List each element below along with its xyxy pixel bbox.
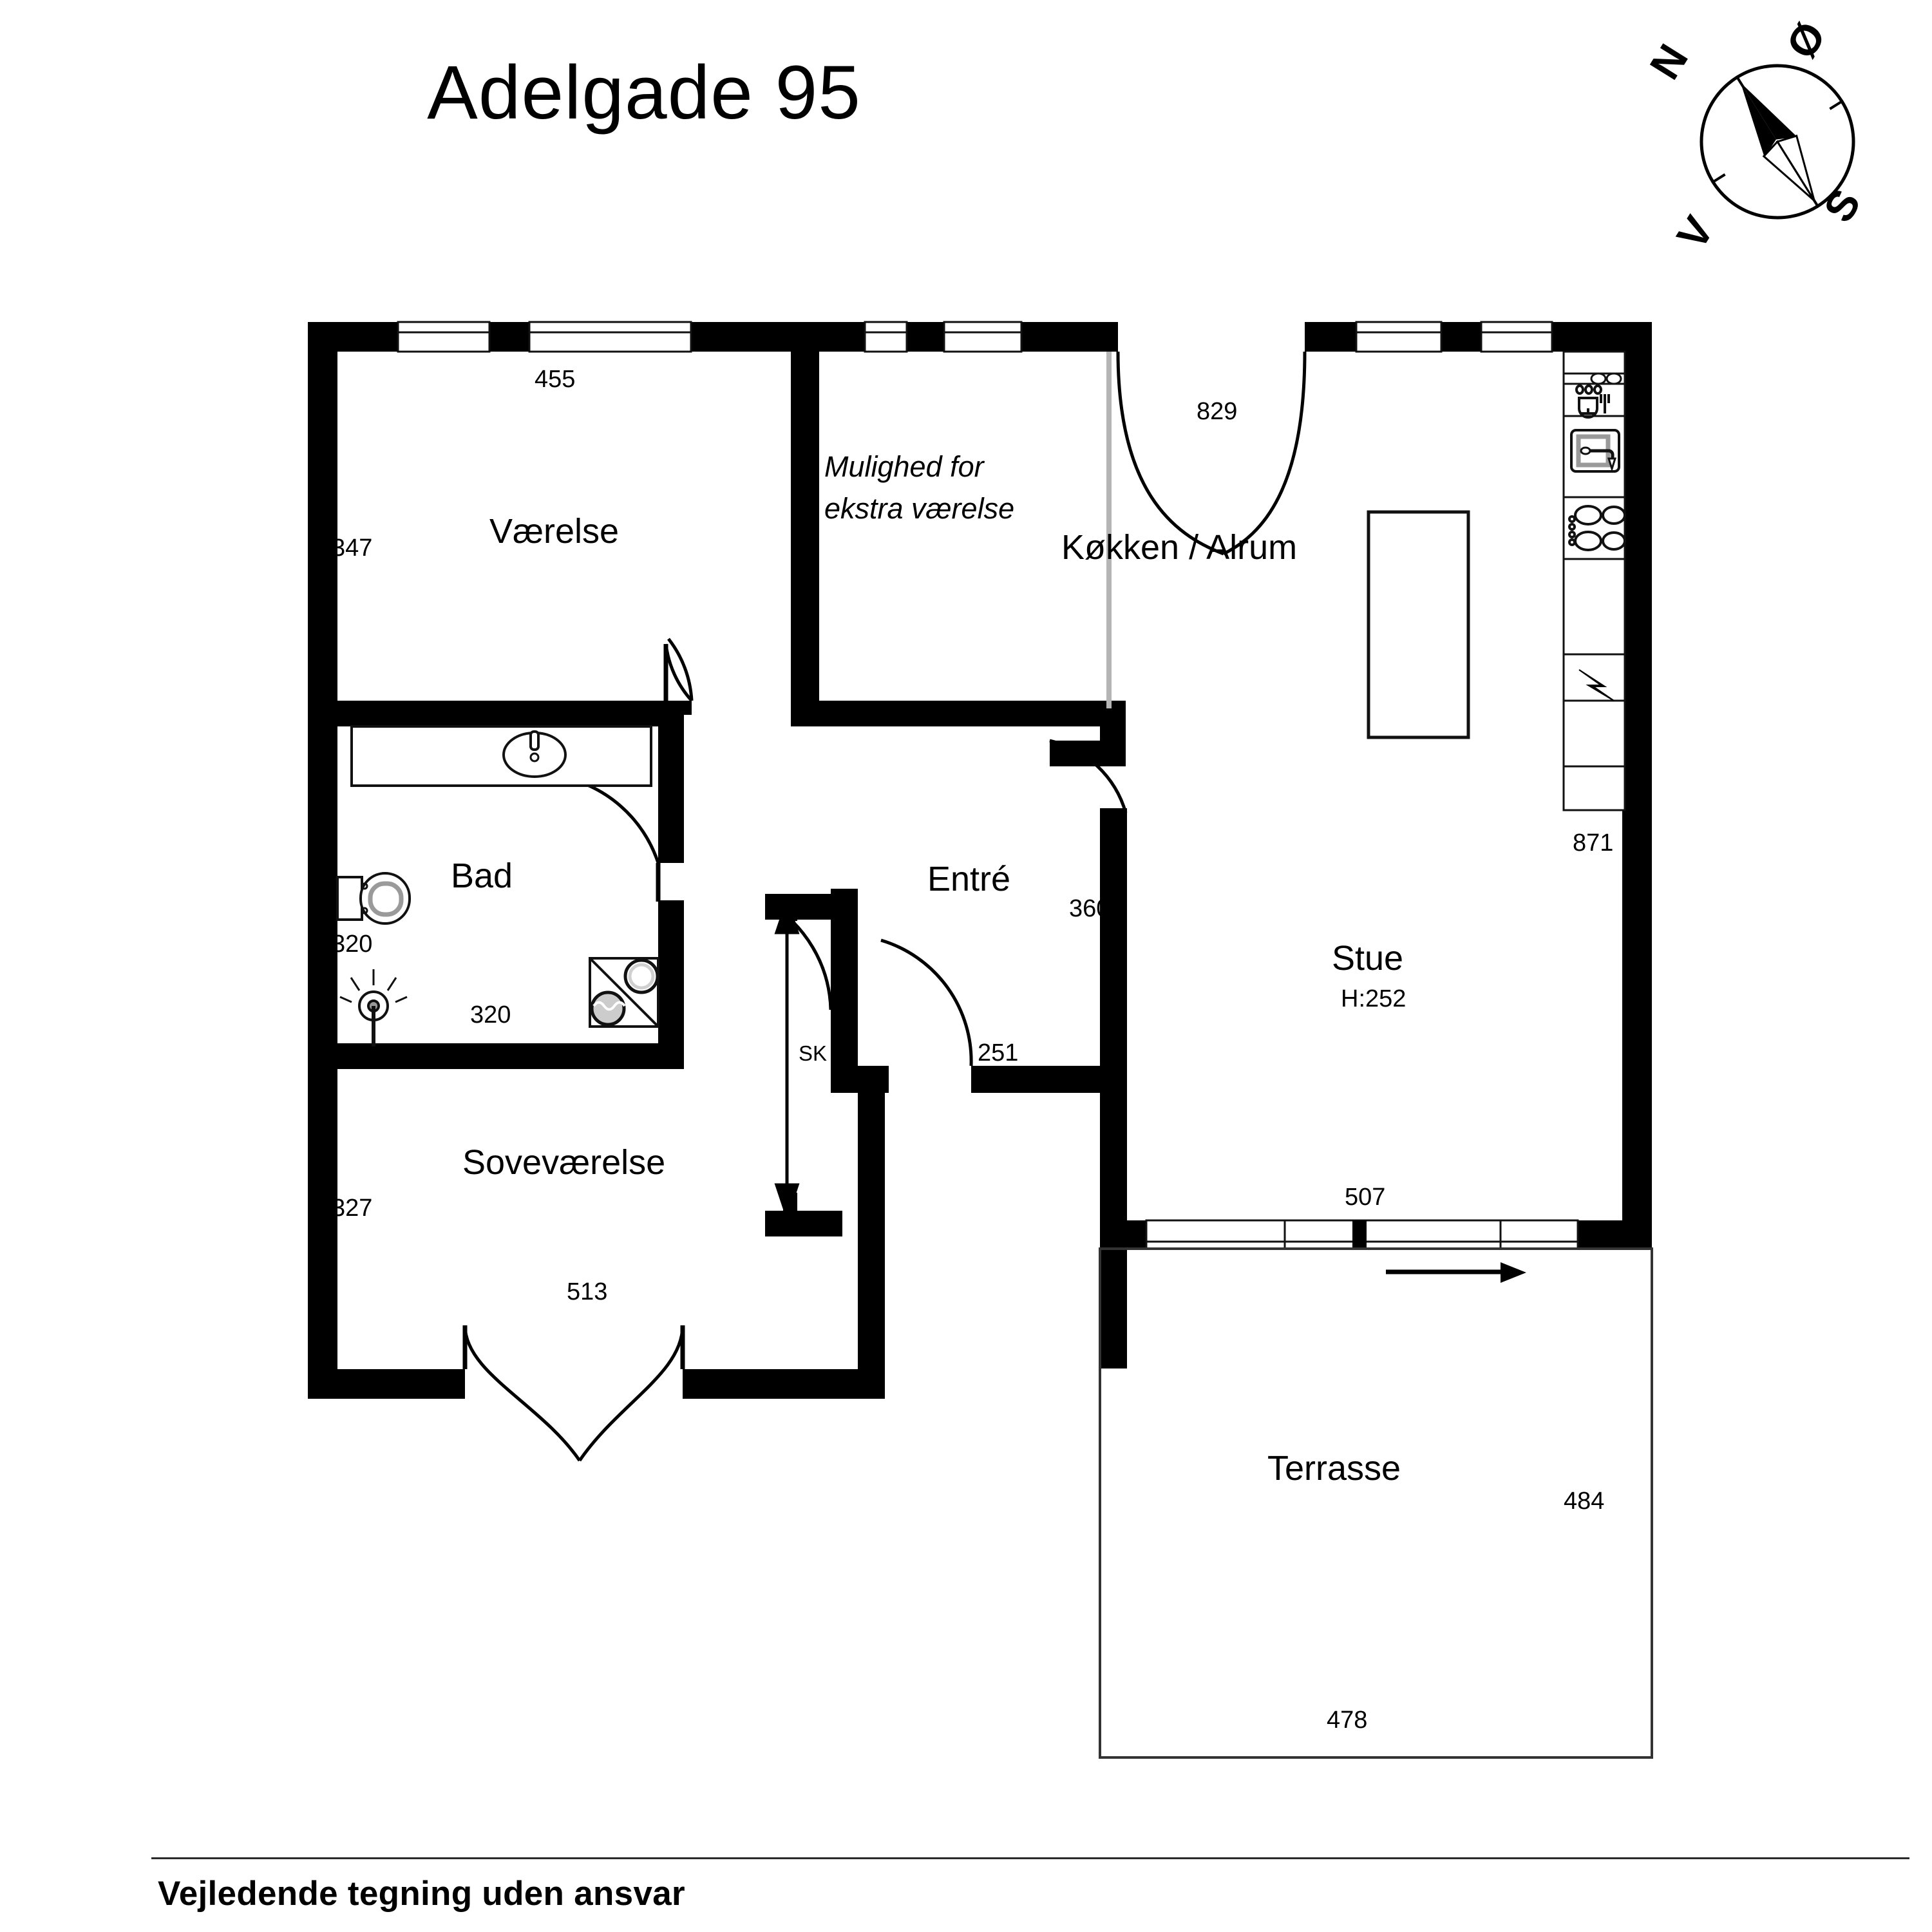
toilet-icon	[336, 872, 411, 925]
room-label-terrasse: Terrasse	[1267, 1449, 1401, 1488]
closet-label-sk: SK	[799, 1041, 828, 1065]
stove-icon	[1568, 505, 1626, 551]
dimension-bad-width: 320	[470, 1001, 511, 1028]
note-ekstra-vaerelse-line2: ekstra værelse	[824, 492, 1015, 525]
dimension-bad-height: 320	[332, 931, 373, 958]
window-ekstra-1	[864, 321, 908, 353]
room-label-kokken-alrum: Køkken / Alrum	[1061, 528, 1298, 567]
dimension-terrasse-height: 484	[1564, 1488, 1605, 1515]
room-label-entre: Entré	[927, 860, 1011, 898]
dimension-sove-door: 513	[567, 1278, 608, 1305]
door-vaerelse	[663, 643, 693, 702]
stue-ceiling-height: H:252	[1341, 985, 1406, 1012]
page-title: Adelgade 95	[427, 50, 861, 135]
sliding-door-terrace	[1145, 1219, 1579, 1283]
room-label-sovevaerelse: Soveværelse	[462, 1143, 666, 1182]
footer-disclaimer: Vejledende tegning uden ansvar	[158, 1875, 685, 1913]
window-vaerelse-1	[397, 321, 491, 353]
room-label-vaerelse: Værelse	[489, 512, 620, 551]
footer-divider	[151, 1857, 1909, 1859]
room-label-bad: Bad	[451, 857, 513, 895]
dimension-sove-height: 327	[332, 1195, 373, 1222]
doors	[462, 351, 1307, 1462]
door-sovevaerelse-inner	[765, 900, 833, 1010]
dimension-entre-door: 251	[978, 1039, 1019, 1066]
sink-icon	[1570, 429, 1620, 473]
slide-direction-arrow	[1386, 1262, 1526, 1283]
lightning-bolt-icon	[1578, 669, 1615, 701]
vanity-sink-icon	[350, 725, 652, 787]
door-vaerelse-leaf	[667, 638, 694, 701]
window-kokken-1	[1355, 321, 1443, 353]
terrace-outline	[1099, 1247, 1653, 1759]
room-label-stue: Stue	[1332, 939, 1404, 978]
dimension-vaerelse-width: 455	[535, 366, 576, 393]
dimension-stue-height: 871	[1573, 829, 1614, 857]
bath-fixtures	[336, 725, 659, 1046]
closet-dimension-arrow	[774, 896, 800, 1221]
kitchen-counter	[1562, 350, 1626, 811]
door-entre	[880, 938, 973, 1066]
dimension-terrace-door: 507	[1345, 1184, 1386, 1211]
door-kokken-double	[1116, 351, 1307, 556]
windows	[397, 321, 1579, 1283]
dishwasher-icon	[1575, 384, 1610, 419]
shower-head-icon	[339, 969, 408, 1046]
window-kokken-2	[1480, 321, 1553, 353]
window-vaerelse-2	[528, 321, 692, 353]
door-sovevaerelse-double	[462, 1325, 685, 1462]
note-ekstra-vaerelse-line1: Mulighed for	[824, 450, 984, 483]
dimension-entre-height: 360	[1069, 895, 1110, 922]
cooker-hood-icon	[1590, 372, 1622, 385]
door-entre-kokken	[1049, 739, 1128, 813]
dimension-kokken-opening: 829	[1197, 398, 1238, 425]
dimension-terrasse-width: 478	[1327, 1707, 1368, 1734]
dimension-vaerelse-height: 347	[332, 535, 373, 562]
washer-dryer-icon	[589, 957, 659, 1028]
window-ekstra-2	[943, 321, 1023, 353]
kitchen-island	[1367, 510, 1470, 739]
door-bad	[557, 774, 661, 902]
compass-rose: N Ø S V	[1640, 13, 1906, 270]
